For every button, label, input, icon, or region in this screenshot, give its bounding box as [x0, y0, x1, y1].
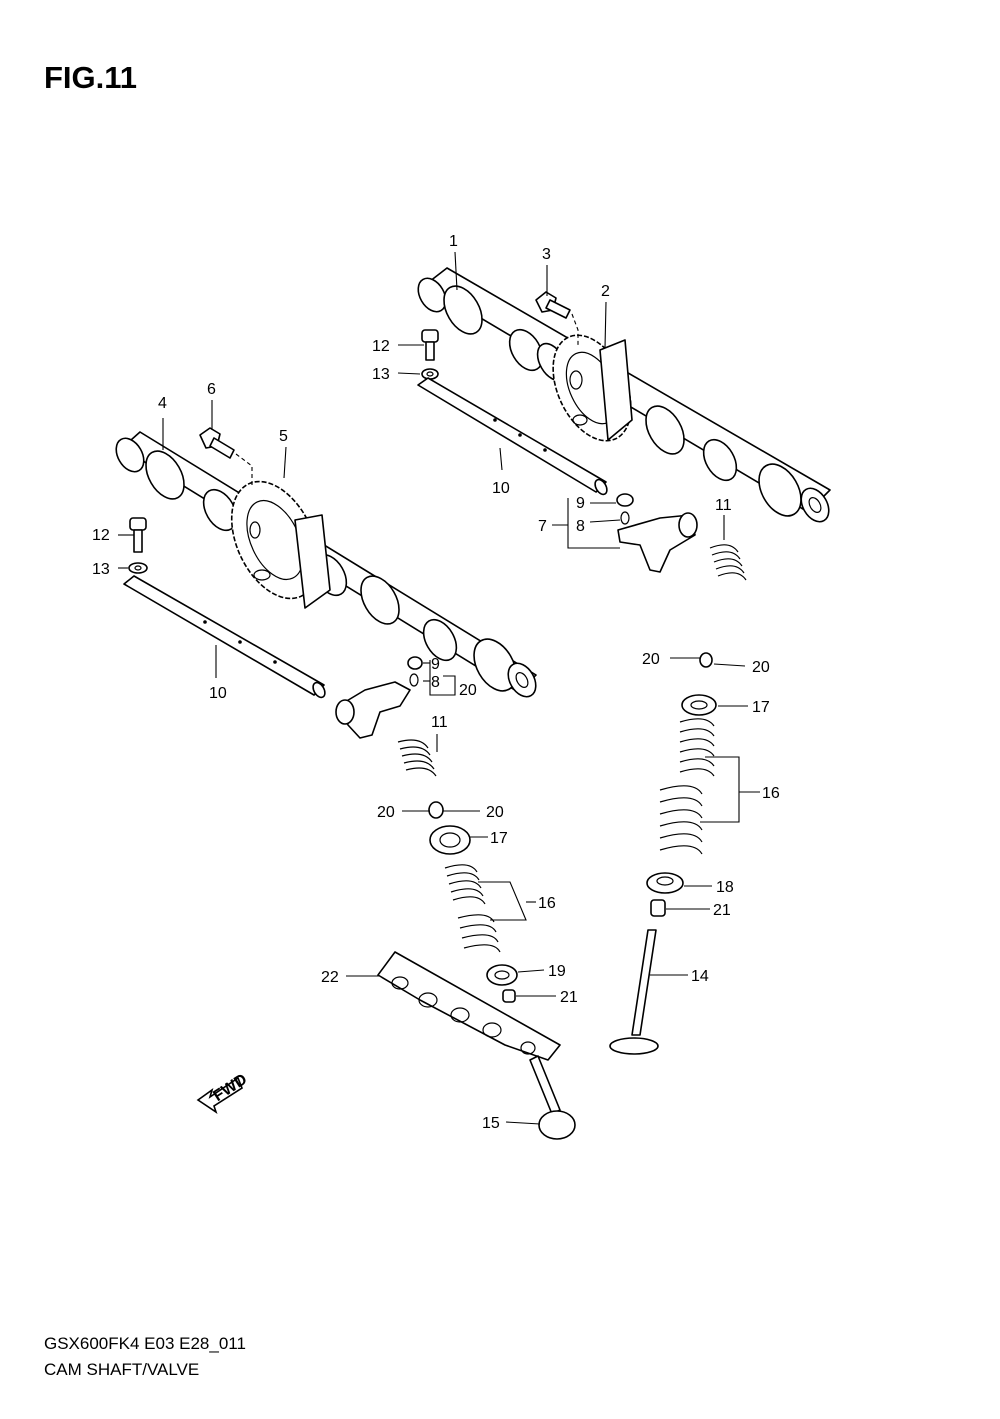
callout-10-upper: 10: [492, 480, 510, 497]
callout-8-upper: 8: [576, 518, 585, 535]
left-valve-spring-16: [444, 864, 501, 953]
upper-sprocket-bolt: [535, 291, 579, 345]
left-cotter-20: [428, 801, 444, 819]
valve-guide-plate-22: [377, 951, 561, 1061]
callout-13-lower: 13: [92, 561, 110, 578]
callout-20-right-b: 20: [752, 659, 770, 676]
callout-12-lower: 12: [92, 527, 110, 544]
lower-cam-sprocket: [230, 480, 331, 609]
callout-20-right-a: 20: [642, 651, 660, 668]
callout-18: 18: [716, 879, 734, 896]
left-seat-19: [486, 964, 518, 986]
callout-3: 3: [542, 246, 551, 263]
right-cotter-20: [699, 652, 713, 668]
leader-lines: [118, 251, 760, 1125]
lower-spring-11: [397, 739, 437, 777]
callout-21-left: 21: [560, 989, 578, 1006]
lower-bolt-12: [128, 517, 148, 574]
right-seat-18: [646, 872, 684, 894]
callout-16-right: 16: [762, 785, 780, 802]
left-stem-seal-21: [502, 989, 516, 1003]
callout-16-left: 16: [538, 895, 556, 912]
callout-13-upper: 13: [372, 366, 390, 383]
callout-20-left-b: 20: [486, 804, 504, 821]
upper-spring-11: [709, 544, 747, 581]
callout-2: 2: [601, 283, 610, 300]
callout-11-lower: 11: [431, 714, 448, 731]
upper-bolt-12: [421, 329, 439, 380]
intake-valve-14: [609, 929, 659, 1055]
callout-4: 4: [158, 395, 167, 412]
callout-7: 7: [538, 518, 547, 535]
callout-14: 14: [691, 968, 709, 985]
fwd-arrow-icon: FWD: [196, 1071, 250, 1114]
right-stem-seal-21: [650, 899, 666, 917]
upper-rocker-shaft: [417, 377, 608, 496]
upper-cam-sprocket: [552, 334, 633, 442]
lower-rocker-shaft: [123, 575, 326, 699]
callout-20-left-a: 20: [377, 804, 395, 821]
callout-21-right: 21: [713, 902, 731, 919]
callout-10-lower: 10: [209, 685, 227, 702]
right-valve-spring-16: [659, 718, 715, 855]
callout-17-right: 17: [752, 699, 770, 716]
callout-6: 6: [207, 381, 216, 398]
upper-rocker-arm: [616, 493, 698, 573]
left-retainer-17: [429, 825, 471, 855]
exhaust-valve-15: [529, 1055, 576, 1140]
lower-sprocket-bolt: [199, 427, 253, 488]
lower-rocker-arm: [335, 656, 423, 739]
callout-12-upper: 12: [372, 338, 390, 355]
callout-5: 5: [279, 428, 288, 445]
right-retainer-17: [681, 694, 717, 716]
callout-9-upper: 9: [576, 495, 585, 512]
diagram-description: CAM SHAFT/VALVE: [44, 1360, 200, 1379]
callout-15: 15: [482, 1115, 500, 1132]
lower-camshaft: [115, 431, 537, 698]
callout-20-lower-rocker: 20: [459, 682, 477, 699]
callout-17-left: 17: [490, 830, 508, 847]
callout-22: 22: [321, 969, 339, 986]
callouts: 1 3 2 12 13 6 4 5 10 9 11 7 8 12 13 20 2…: [92, 233, 780, 1132]
figure-title: FIG.11: [44, 60, 138, 95]
model-code: GSX600FK4 E03 E28_011: [44, 1334, 246, 1353]
callout-19: 19: [548, 963, 566, 980]
callout-1: 1: [449, 233, 458, 250]
callout-9-lower: 9: [431, 656, 440, 673]
fwd-label: FWD: [210, 1071, 250, 1105]
callout-8-lower: 8: [431, 674, 440, 691]
callout-11-upper: 11: [715, 497, 732, 514]
